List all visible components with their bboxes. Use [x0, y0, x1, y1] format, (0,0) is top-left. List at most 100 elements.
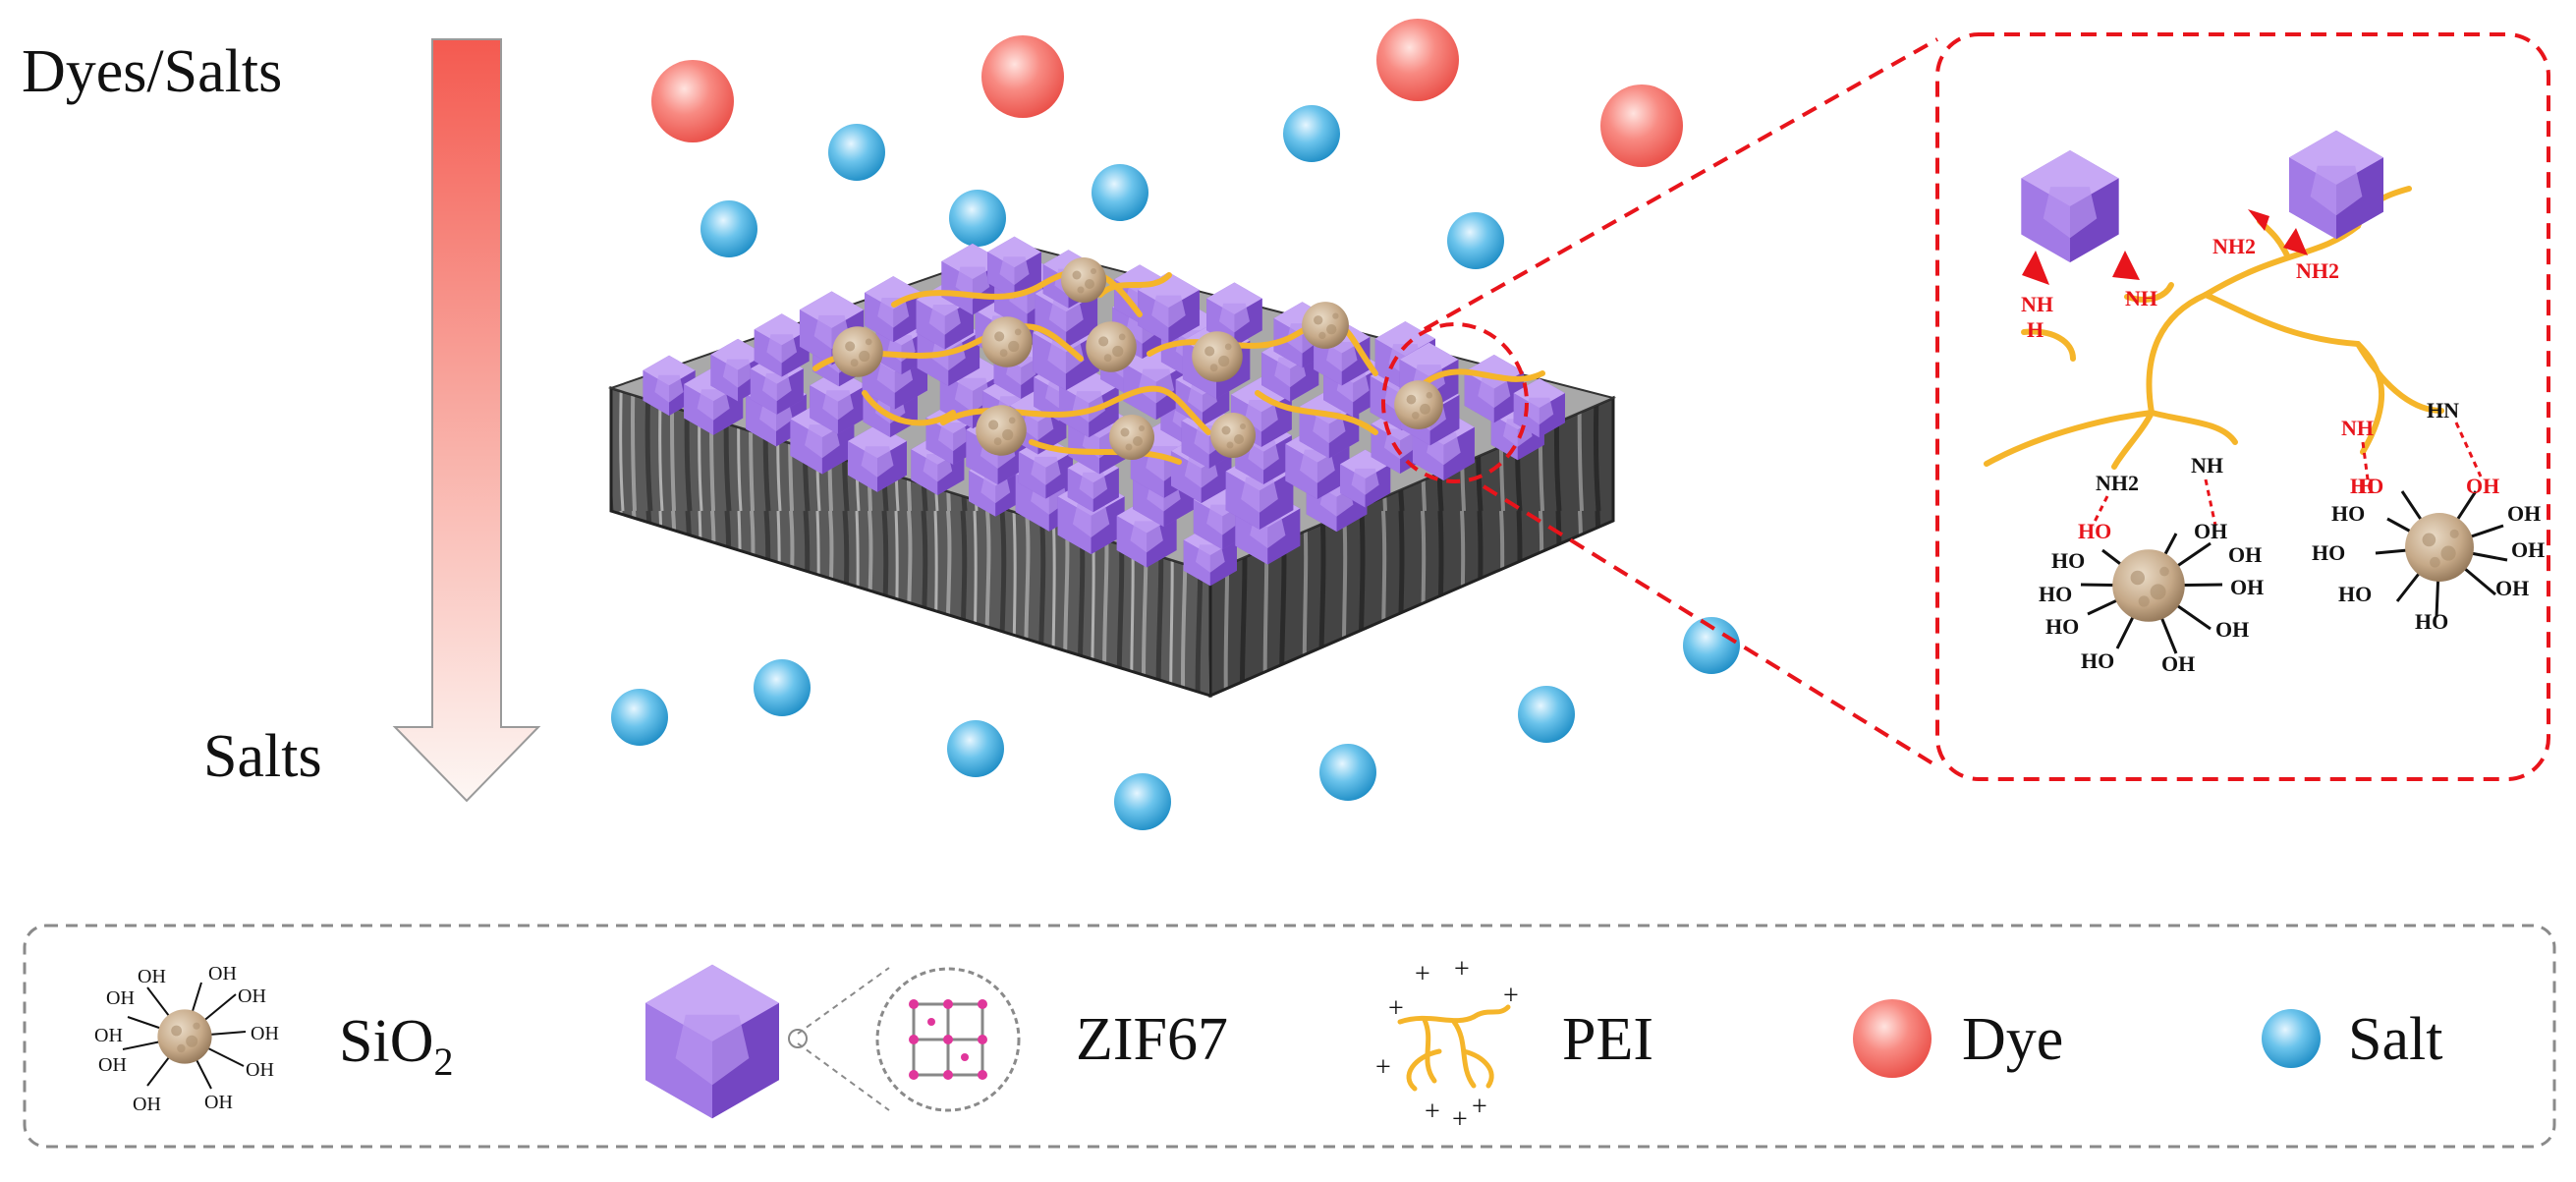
- svg-text:OH: OH: [98, 1054, 127, 1076]
- pei-chains: [812, 267, 1545, 465]
- svg-text:+: +: [1375, 1052, 1391, 1083]
- amine-label: NH: [2125, 286, 2157, 310]
- sio2-particle: [1061, 257, 1106, 303]
- legend: OH OH OH OH OH OH OH OH OH OH SiO2: [23, 924, 2556, 1149]
- hydroxyl-label: OH: [2230, 575, 2264, 599]
- hydroxyl-label: HO: [2338, 582, 2372, 606]
- hydroxyl-label: OH: [2215, 617, 2249, 642]
- zoom-connector-top: [1424, 37, 1938, 331]
- legend-label-pei: PEI: [1562, 1006, 1653, 1073]
- dye-sphere: [651, 60, 734, 142]
- hydroxyl-label: OH: [2466, 474, 2499, 498]
- hydroxyl-label: HO: [2331, 501, 2365, 526]
- salt-sphere: [754, 659, 811, 716]
- salt-sphere: [949, 190, 1006, 247]
- sio2-particle: [2112, 549, 2185, 622]
- hydroxyl-label: HO: [2081, 648, 2114, 673]
- svg-text:+: +: [1503, 981, 1519, 1011]
- interaction-arrowhead-icon: [2283, 228, 2308, 255]
- svg-text:+: +: [1415, 959, 1430, 989]
- amine-label: H: [2027, 317, 2044, 342]
- zif67-crystal-icon: [645, 964, 1021, 1119]
- sio2-particle: [2405, 513, 2474, 582]
- hydroxyl-label: OH: [2161, 651, 2195, 676]
- pei-chain: [862, 390, 956, 426]
- pei-chain: [1029, 439, 1182, 465]
- hydroxyl-label: HO: [2350, 474, 2383, 498]
- amine-label: NH2: [2212, 234, 2256, 258]
- pei-chain: [1097, 272, 1172, 298]
- svg-text:OH: OH: [238, 985, 266, 1007]
- svg-text:OH: OH: [251, 1023, 279, 1044]
- amine-label: NH2: [2096, 471, 2139, 495]
- hydroxyl-label: HO: [2039, 582, 2072, 606]
- sio2-particle-icon: OH OH OH OH OH OH OH OH OH OH: [94, 963, 279, 1115]
- salt-sphere: [1283, 105, 1340, 162]
- pei-chain: [1422, 368, 1545, 386]
- interaction-arrowhead-icon: [2022, 251, 2049, 285]
- hydroxyl-label: OH: [2507, 501, 2541, 526]
- salt-sphere: [700, 200, 757, 257]
- hydroxyl-label: OH: [2228, 542, 2262, 567]
- sio2-particle: [1302, 302, 1349, 349]
- zoom-connector-bottom: [1482, 484, 1939, 768]
- dye-sphere: [1600, 84, 1683, 167]
- pei-chain: [1255, 390, 1378, 435]
- pei-chain: [891, 267, 1143, 317]
- pei-chain: [1147, 318, 1378, 376]
- legend-label-salt: Salt: [2348, 1006, 2442, 1073]
- legend-label-dye: Dye: [1962, 1006, 2063, 1073]
- salt-sphere: [828, 124, 885, 181]
- zoom-sio2-left: HO OH HO OH HO OH HO OH HO OH: [2039, 519, 2264, 676]
- sio2-particle: [976, 405, 1027, 456]
- sio2-particle: [1086, 321, 1137, 372]
- pei-polymer-icon: + + + + + + + +: [1375, 954, 1519, 1135]
- dye-sphere: [1376, 19, 1459, 101]
- svg-text:OH: OH: [208, 963, 237, 985]
- svg-text:OH: OH: [138, 966, 166, 987]
- legend-frame: [23, 924, 2556, 1149]
- salt-sphere: [1518, 686, 1575, 743]
- dye-sphere-icon: [1853, 999, 1932, 1078]
- salt-sphere: [1092, 164, 1148, 221]
- svg-text:+: +: [1425, 1097, 1440, 1127]
- hydroxyl-label: HO: [2078, 519, 2111, 543]
- legend-label-sio2: SiO2: [339, 1008, 453, 1084]
- dye-sphere: [981, 35, 1064, 118]
- svg-text:OH: OH: [106, 987, 135, 1009]
- svg-text:+: +: [1472, 1092, 1487, 1122]
- hydroxyl-label: HO: [2045, 614, 2079, 639]
- sio2-particle: [1192, 331, 1243, 382]
- amine-label: H: [2358, 474, 2375, 498]
- zoom-highlight-circle: [1381, 322, 1529, 483]
- hydroxyl-label: HO: [2051, 548, 2085, 573]
- arrow-top-label: Dyes/Salts: [22, 38, 282, 105]
- salt-sphere: [947, 720, 1004, 777]
- salt-sphere: [1683, 617, 1740, 674]
- interaction-arrowhead-icon: [2112, 251, 2140, 280]
- hydroxyl-label: OH: [2495, 576, 2529, 600]
- salt-sphere: [611, 689, 668, 746]
- svg-text:+: +: [1388, 993, 1404, 1024]
- sio2-particle: [981, 316, 1033, 367]
- salt-spheres: [611, 105, 1740, 830]
- sio2-particle: [1109, 415, 1154, 460]
- svg-text:+: +: [1452, 1104, 1468, 1135]
- salt-sphere: [1114, 773, 1171, 830]
- svg-text:OH: OH: [204, 1092, 233, 1113]
- svg-text:OH: OH: [94, 1025, 123, 1046]
- interaction-arrowhead-icon: [2248, 209, 2269, 231]
- svg-text:OH: OH: [246, 1059, 274, 1081]
- arrow-shaft-icon: [392, 38, 541, 803]
- sio2-particle: [1210, 413, 1256, 458]
- amine-label: NH2: [2296, 258, 2339, 283]
- svg-text:OH: OH: [133, 1094, 161, 1115]
- filtration-direction-arrow: [392, 38, 541, 803]
- sio2-particle: [1394, 380, 1443, 429]
- sio2-particle: [832, 326, 883, 377]
- legend-label-zif67: ZIF67: [1076, 1006, 1228, 1073]
- salt-sphere: [1319, 744, 1376, 801]
- svg-text:+: +: [1454, 954, 1470, 985]
- amine-label: NH: [2191, 453, 2223, 478]
